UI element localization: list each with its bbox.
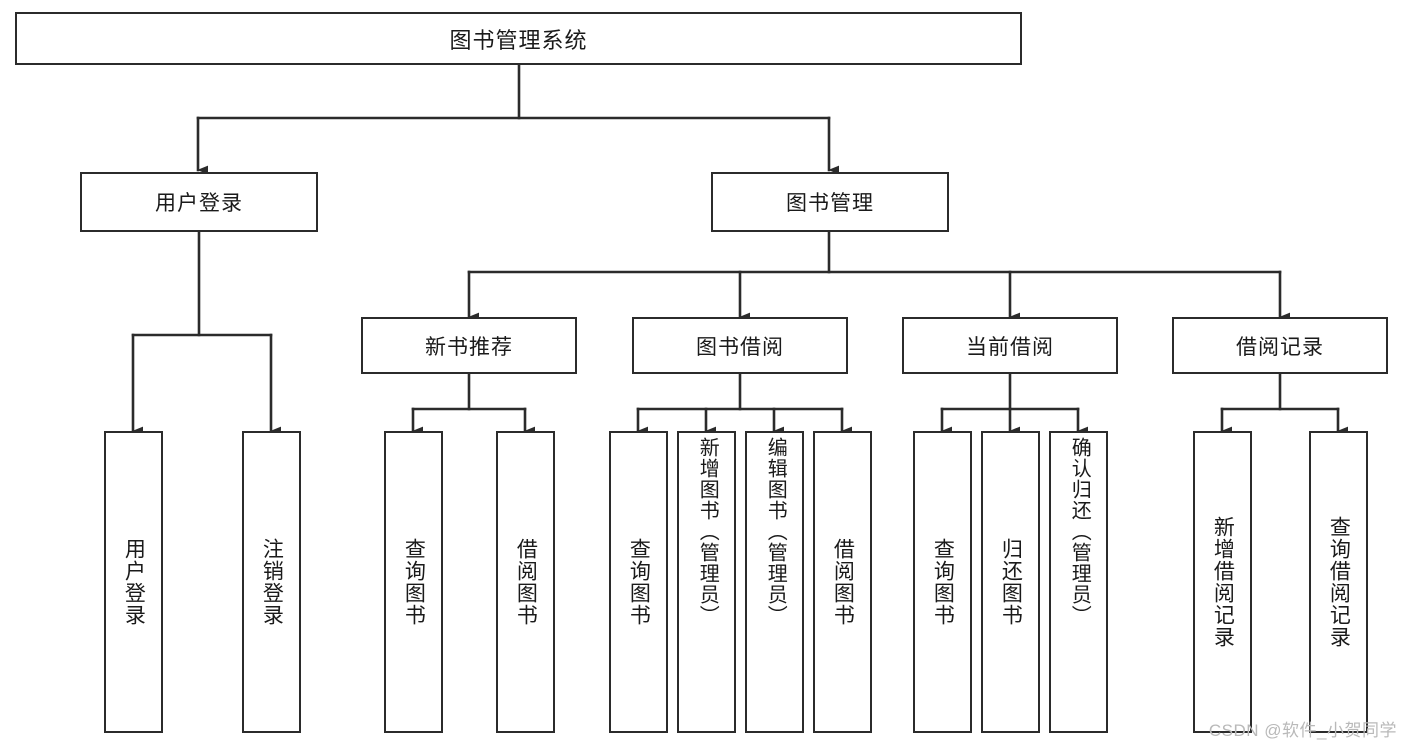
node-user-login[interactable]: 用户登录 [80, 172, 318, 232]
node-label: 确认归还（管理员） [1068, 437, 1091, 626]
node-leaf-borrow-edit-book-admin[interactable]: 编辑图书（管理员） [745, 431, 804, 733]
node-leaf-record-query-record[interactable]: 查询借阅记录 [1309, 431, 1368, 733]
node-label: 当前借阅 [966, 335, 1054, 359]
node-borrow-record[interactable]: 借阅记录 [1172, 317, 1388, 374]
node-current-borrow[interactable]: 当前借阅 [902, 317, 1118, 374]
watermark-csdn: CSDN @软件_小贺同学 [1208, 721, 1397, 740]
node-root-book-management-system[interactable]: 图书管理系统 [15, 12, 1022, 65]
node-leaf-user-login-logout[interactable]: 注销登录 [242, 431, 301, 733]
node-label: 新书推荐 [425, 335, 513, 359]
node-label: 图书管理 [786, 192, 874, 215]
node-label: 图书管理系统 [449, 27, 588, 53]
node-label: 借阅图书 [514, 538, 538, 626]
node-label: 查询借阅记录 [1327, 516, 1351, 648]
node-label: 归还图书 [999, 538, 1023, 626]
node-leaf-borrow-query-book[interactable]: 查询图书 [609, 431, 668, 733]
node-leaf-borrow-add-book-admin[interactable]: 新增图书（管理员） [677, 431, 736, 733]
node-new-book-recommend[interactable]: 新书推荐 [361, 317, 577, 374]
node-label: 查询图书 [931, 538, 955, 626]
node-leaf-current-return-book[interactable]: 归还图书 [981, 431, 1040, 733]
node-label: 查询图书 [402, 538, 426, 626]
node-label: 注销登录 [260, 538, 284, 626]
node-label: 新增借阅记录 [1211, 516, 1235, 648]
node-label: 借阅记录 [1236, 335, 1324, 359]
node-leaf-record-add-record[interactable]: 新增借阅记录 [1193, 431, 1252, 733]
node-leaf-current-query-book[interactable]: 查询图书 [913, 431, 972, 733]
node-leaf-user-login-login[interactable]: 用户登录 [104, 431, 163, 733]
node-leaf-borrow-borrow-book[interactable]: 借阅图书 [813, 431, 872, 733]
node-label: 用户登录 [122, 538, 146, 626]
node-label: 借阅图书 [831, 538, 855, 626]
node-label: 图书借阅 [696, 335, 784, 359]
node-label: 新增图书（管理员） [696, 437, 719, 626]
node-label: 查询图书 [627, 538, 651, 626]
node-leaf-current-confirm-return-admin[interactable]: 确认归还（管理员） [1049, 431, 1108, 733]
node-label: 编辑图书（管理员） [764, 437, 787, 626]
node-leaf-new-book-query[interactable]: 查询图书 [384, 431, 443, 733]
node-leaf-new-book-borrow[interactable]: 借阅图书 [496, 431, 555, 733]
node-label: 用户登录 [155, 192, 243, 215]
node-book-management[interactable]: 图书管理 [711, 172, 949, 232]
node-book-borrow[interactable]: 图书借阅 [632, 317, 848, 374]
